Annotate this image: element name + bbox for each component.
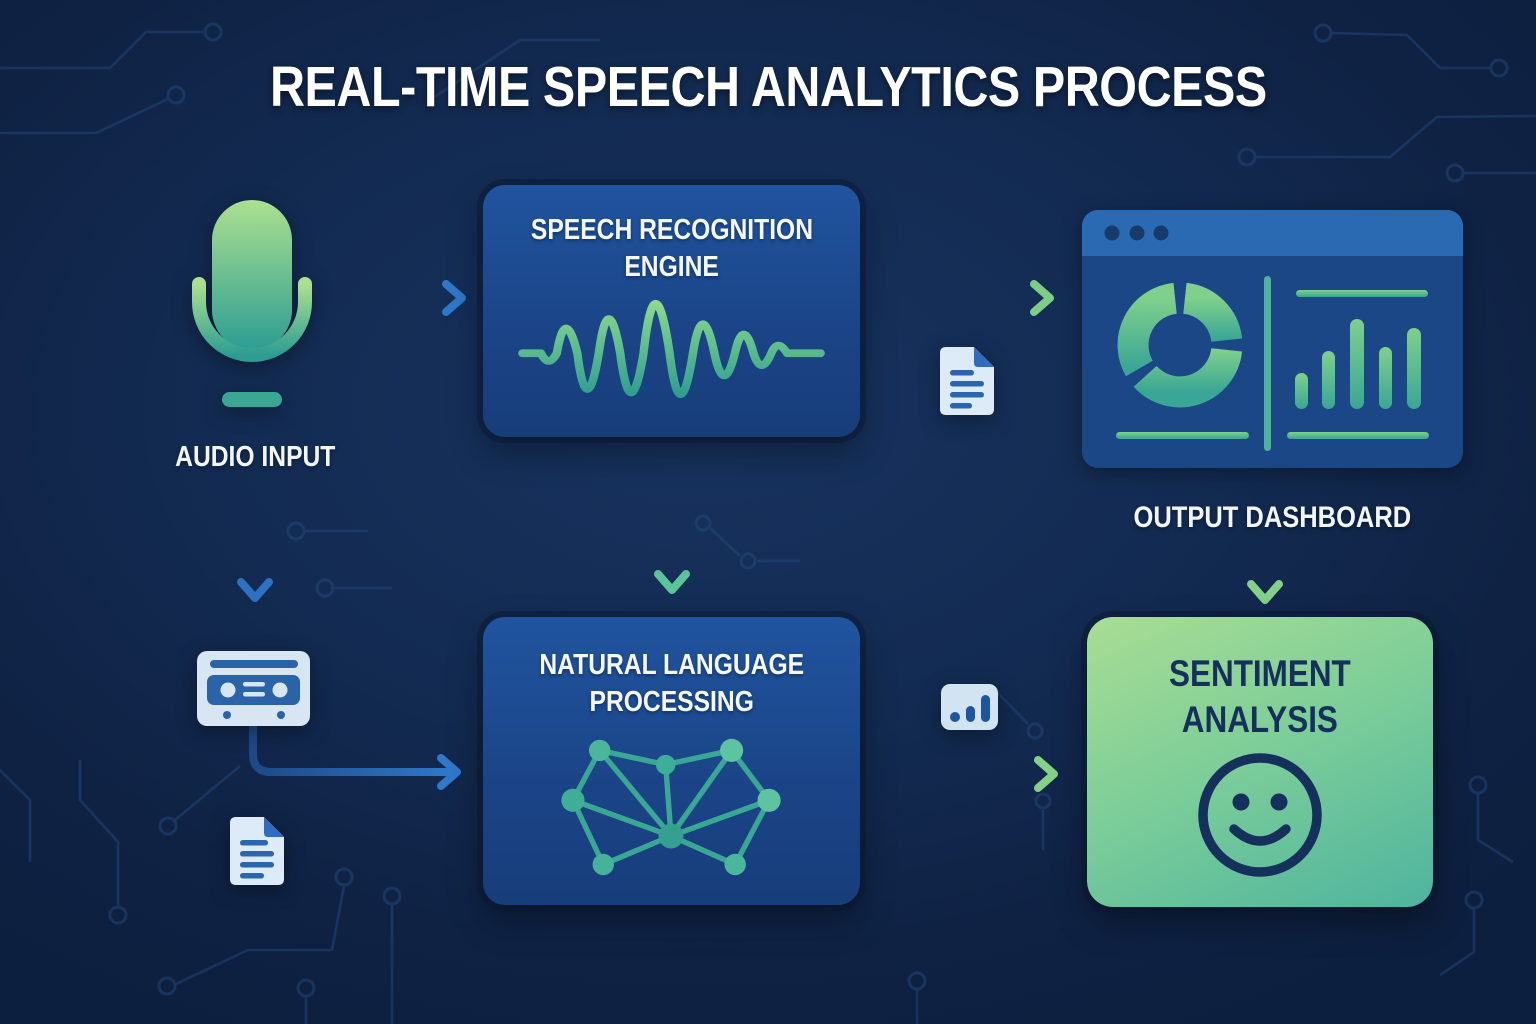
arrow-nlp-to-sentiment (864, 756, 1058, 792)
arrow-audio-to-speech (330, 280, 466, 316)
cassette-tape-icon (197, 651, 310, 726)
speech-recognition-engine-title: SPEECH RECOGNITION ENGINE (530, 214, 813, 283)
page-title-text: REAL-TIME SPEECH ANALYTICS PROCESS (269, 55, 1267, 119)
output-dashboard-label: OUTPUT DASHBOARD (1133, 501, 1412, 534)
network-graph-icon (561, 738, 781, 876)
microphone-icon (192, 200, 312, 407)
audio-input-label: AUDIO INPUT (174, 441, 336, 473)
natural-language-processing-title: NATURAL LANGUAGE PROCESSING (539, 649, 804, 718)
arrow-cassette-to-nlp (249, 722, 461, 790)
dashboard-divider (1264, 276, 1271, 451)
arrow-audio-to-cassette (237, 486, 273, 602)
window-dot (1129, 225, 1145, 241)
bar-chart-icon (1116, 290, 1429, 439)
window-dot (1104, 225, 1120, 241)
smiley-face-icon (1198, 753, 1322, 877)
arrow-speech-to-nlp (654, 436, 690, 594)
window-titlebar (1082, 210, 1463, 256)
donut-chart-icon (1117, 282, 1243, 408)
mini-bar-chart-icon (941, 684, 998, 730)
page-title: REAL-TIME SPEECH ANALYTICS PROCESS (0, 54, 1536, 120)
speech-recognition-engine-box: SPEECH RECOGNITION ENGINE (483, 185, 860, 437)
natural-language-processing-box: NATURAL LANGUAGE PROCESSING (483, 617, 860, 905)
arrow-speech-to-dashboard (868, 280, 1054, 316)
document-icon (230, 817, 284, 885)
window-dot (1153, 225, 1169, 241)
sentiment-analysis-box: SENTIMENT ANALYSIS (1087, 617, 1433, 907)
dashboard-window-icon (1082, 210, 1463, 468)
document-icon (940, 347, 994, 415)
arrow-dashboard-to-sentiment (1247, 544, 1283, 604)
waveform-icon (518, 300, 825, 399)
sentiment-analysis-title: SENTIMENT ANALYSIS (1169, 653, 1351, 740)
